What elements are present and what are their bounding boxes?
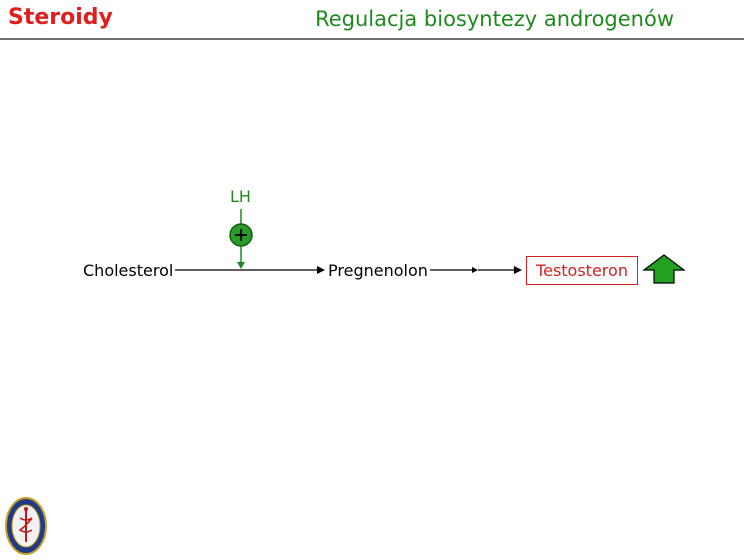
node-testosteron-label: Testosteron xyxy=(536,261,628,280)
stimulation-plus-icon xyxy=(229,223,253,247)
header-divider xyxy=(0,38,744,40)
up-arrow-icon xyxy=(642,254,686,284)
slide-title: Regulacja biosyntezy androgenów xyxy=(315,7,674,31)
slide-category-title: Steroidy xyxy=(8,5,113,30)
arrow-cholesterol-to-pregnenolon xyxy=(175,266,325,274)
stimulation-arrow xyxy=(237,246,245,269)
node-testosteron: Testosteron xyxy=(526,256,638,285)
lh-label: LH xyxy=(230,187,251,206)
node-pregnenolon: Pregnenolon xyxy=(328,261,428,280)
node-cholesterol: Cholesterol xyxy=(83,261,174,280)
university-seal-icon xyxy=(5,497,47,555)
arrow-pregnenolon-to-testosteron xyxy=(430,266,522,274)
